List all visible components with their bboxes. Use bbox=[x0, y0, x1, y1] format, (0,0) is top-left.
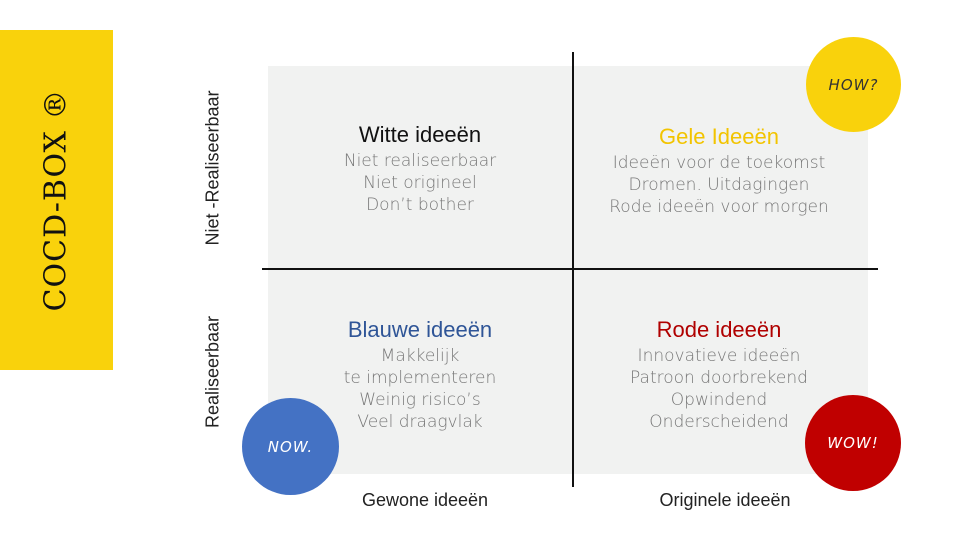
x-axis-label-right: Originele ideeën bbox=[659, 490, 791, 510]
quadrant-line: Niet realiseerbaar bbox=[343, 151, 497, 171]
quadrant-bottom-right: Rode ideeën Innovatieve ideeën Patroon d… bbox=[630, 317, 808, 433]
now-badge: NOW. bbox=[242, 398, 339, 495]
quadrant-title: Blauwe ideeën bbox=[347, 317, 493, 342]
wow-badge-label: WOW! bbox=[827, 434, 879, 452]
quadrant-line: Opwindend bbox=[670, 390, 768, 410]
quadrant-line: te implementeren bbox=[343, 368, 497, 388]
horizontal-axis-line bbox=[262, 268, 878, 270]
now-badge-label: NOW. bbox=[267, 437, 314, 456]
quadrant-title: Gele Ideeën bbox=[659, 124, 779, 149]
quadrant-line: Ideeën voor de toekomst bbox=[612, 153, 826, 173]
quadrant-line: Veel draagvlak bbox=[357, 412, 483, 432]
quadrant-line: Makkelijk bbox=[380, 346, 460, 366]
x-axis-label-left: Gewone ideeën bbox=[361, 490, 489, 510]
quadrant-line: Innovatieve ideeën bbox=[637, 346, 801, 366]
quadrant-bottom-left: Blauwe ideeën Makkelijk te implementeren… bbox=[344, 317, 497, 433]
wow-badge: WOW! bbox=[805, 395, 901, 491]
quadrant-title: Witte ideeën bbox=[358, 122, 482, 147]
y-axis-label-bottom: Realiseerbaar bbox=[202, 315, 223, 429]
y-axis-label-top: Niet -Realiseerbaar bbox=[202, 90, 223, 246]
quadrant-top-right: Gele Ideeën Ideeën voor de toekomst Drom… bbox=[609, 124, 829, 218]
quadrant-line: Dromen. Uitdagingen bbox=[628, 175, 810, 195]
quadrant-line: Patroon doorbrekend bbox=[630, 368, 808, 388]
how-badge-label: HOW? bbox=[828, 75, 879, 94]
banner-title: COCD-BOX ® bbox=[38, 88, 74, 312]
quadrant-line: Niet origineel bbox=[363, 173, 477, 193]
cocd-box-banner: COCD-BOX ® bbox=[0, 30, 113, 370]
quadrant-line: Don’t bother bbox=[366, 195, 474, 215]
quadrant-top-left-bg bbox=[268, 66, 573, 269]
quadrant-title: Rode ideeën bbox=[656, 317, 782, 342]
quadrant-line: Onderscheidend bbox=[649, 412, 789, 432]
how-badge: HOW? bbox=[806, 37, 901, 132]
quadrant-line: Rode ideeën voor morgen bbox=[609, 197, 829, 217]
quadrant-top-left: Witte ideeën Niet realiseerbaar Niet ori… bbox=[344, 122, 496, 216]
quadrant-line: Weinig risico’s bbox=[359, 390, 481, 410]
